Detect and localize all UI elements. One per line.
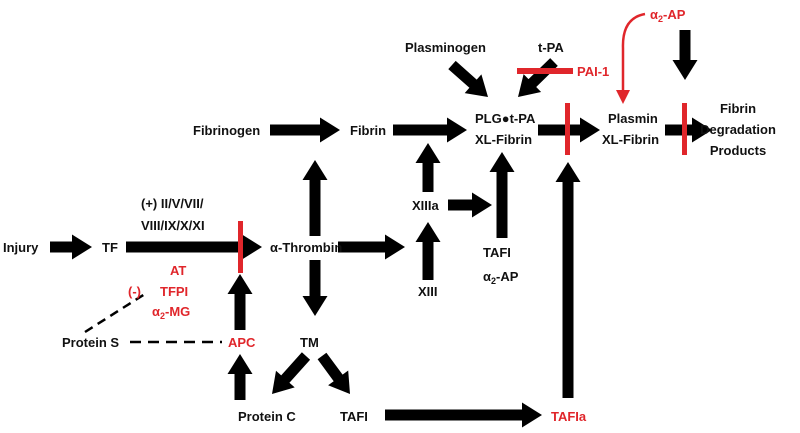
arrow-tf-thrombin bbox=[126, 234, 262, 260]
node-tafi-bottom: TAFI bbox=[340, 409, 368, 424]
arrow-a2ap-down bbox=[672, 30, 698, 80]
inhibition-bar-tafia bbox=[565, 103, 570, 155]
arrow-tm-tafi bbox=[317, 352, 350, 394]
node-xiii: XIII bbox=[418, 284, 438, 299]
arrow-tafi-plg bbox=[489, 152, 515, 238]
arrow-apc-thrombin bbox=[227, 274, 253, 330]
node-inhibitor-a2mg: α2-MG bbox=[152, 304, 190, 321]
arrow-thrombin-tm bbox=[302, 260, 328, 316]
node-plasminogen: Plasminogen bbox=[405, 40, 486, 55]
arrow-plasmin-fdp bbox=[665, 117, 712, 143]
node-fibrin: Fibrin bbox=[350, 123, 386, 138]
arrow-tafia-up bbox=[555, 162, 581, 398]
arrow-thrombin-xiiia bbox=[338, 234, 405, 260]
node-factors-line2: VIII/IX/X/XI bbox=[141, 218, 205, 233]
node-a2ap-top: α2-AP bbox=[650, 7, 686, 24]
node-protein-s: Protein S bbox=[62, 335, 119, 350]
arrow-injury-tf bbox=[50, 234, 92, 260]
a2ap-inhibition-arrowhead bbox=[616, 90, 630, 104]
arrow-tpa-plg bbox=[518, 58, 558, 97]
node-fdp-line3: Products bbox=[710, 143, 766, 158]
node-inhibitor-neg: (-) bbox=[128, 284, 141, 299]
node-plg-complex-line1: PLG●t-PA bbox=[475, 111, 536, 126]
arrow-xiiia-tafi bbox=[448, 192, 492, 218]
node-tpa: t-PA bbox=[538, 40, 564, 55]
node-thrombin: α-Thrombin bbox=[270, 240, 342, 255]
node-injury: Injury bbox=[3, 240, 39, 255]
node-plg-complex-line2: XL-Fibrin bbox=[475, 132, 532, 147]
node-tafia: TAFIa bbox=[551, 409, 587, 424]
node-inhibitor-at: AT bbox=[170, 263, 186, 278]
arrow-fibrin-plg bbox=[393, 117, 467, 143]
inhibition-bar-a2ap bbox=[682, 103, 687, 155]
a2ap-inhibition-curve bbox=[621, 12, 646, 92]
inhibition-bar-pai1 bbox=[517, 68, 573, 74]
node-pai1: PAI-1 bbox=[577, 64, 609, 79]
arrow-thrombin-fibrinogen-conv bbox=[302, 160, 328, 236]
node-protein-c: Protein C bbox=[238, 409, 296, 424]
node-a2ap-mid: α2-AP bbox=[483, 269, 519, 286]
node-plasmin-line2: XL-Fibrin bbox=[602, 132, 659, 147]
node-fibrinogen: Fibrinogen bbox=[193, 123, 260, 138]
arrow-fibrinogen-fibrin bbox=[270, 117, 340, 143]
node-fdp-line1: Fibrin bbox=[720, 101, 756, 116]
arrow-xiiia-fibrin bbox=[415, 143, 441, 192]
node-xiiia: XIIIa bbox=[412, 198, 440, 213]
node-tf: TF bbox=[102, 240, 118, 255]
node-tafi-mid: TAFI bbox=[483, 245, 511, 260]
arrow-tm-proteinc bbox=[272, 352, 311, 394]
node-tm: TM bbox=[300, 335, 319, 350]
node-fdp-line2: Degradation bbox=[700, 122, 776, 137]
dashed-link-protein-s-tfpi bbox=[84, 290, 149, 334]
arrow-plasminogen-plg bbox=[448, 60, 488, 97]
arrow-xiii-xiiia bbox=[415, 222, 441, 280]
node-factors-line1: (+) II/V/VII/ bbox=[141, 196, 204, 211]
node-plasmin-line1: Plasmin bbox=[608, 111, 658, 126]
inhibition-bar-tf-thrombin bbox=[238, 221, 243, 273]
arrow-proteinc-apc bbox=[227, 354, 253, 400]
arrow-tafi-tafia bbox=[385, 402, 542, 428]
node-inhibitor-tfpi: TFPI bbox=[160, 284, 188, 299]
node-apc: APC bbox=[228, 335, 256, 350]
